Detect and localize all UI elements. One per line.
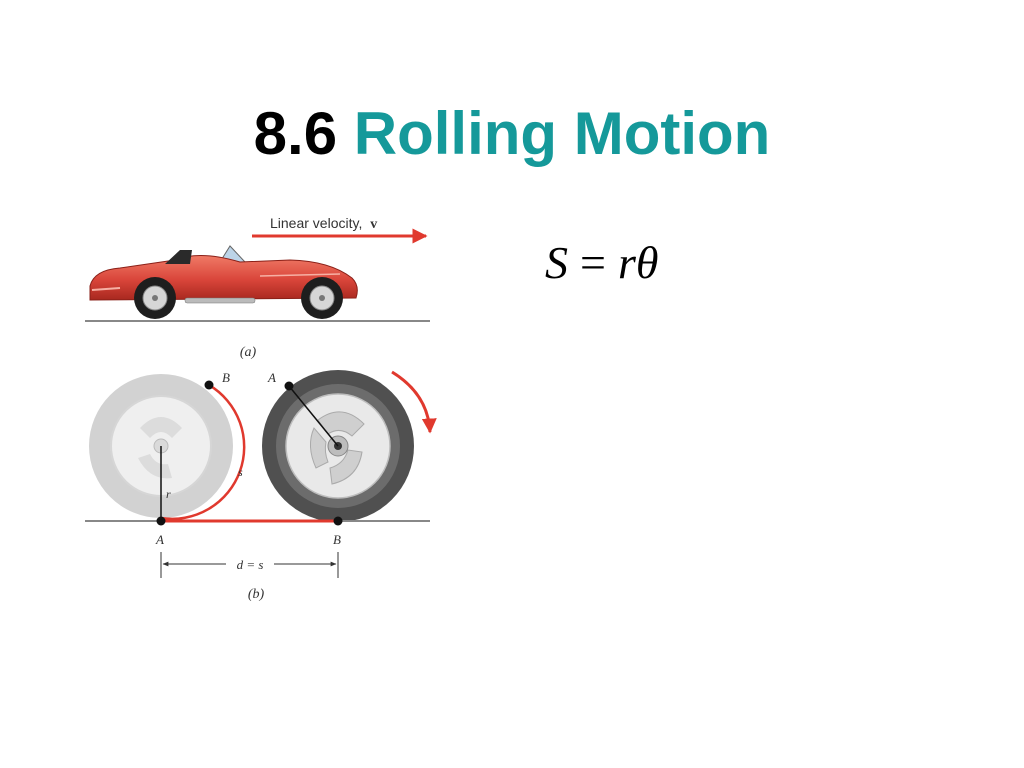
arc-label: s <box>238 465 243 479</box>
rolling-motion-figure: Linear velocity, v (a) <box>80 206 440 606</box>
formula-s: S <box>545 237 568 288</box>
slide-title: 8.6 Rolling Motion <box>0 96 1024 172</box>
point-a-on-wheel <box>284 381 294 391</box>
arc-length-formula: S=rθ <box>545 236 658 289</box>
point-b-on-arc <box>204 380 214 390</box>
caption-b: (b) <box>248 587 265 602</box>
rotation-arrow <box>391 370 437 434</box>
velocity-label: Linear velocity, v <box>270 215 377 232</box>
point-a-ground <box>156 516 166 526</box>
velocity-symbol: v <box>370 217 377 232</box>
rolled-radius-line <box>288 385 339 447</box>
title-number: 8.6 <box>253 100 338 167</box>
label-b-top: B <box>222 370 230 385</box>
point-b-ground <box>333 516 343 526</box>
arc-s <box>160 383 246 521</box>
title-topic: Rolling Motion <box>353 100 771 167</box>
formula-equals: = <box>580 237 606 288</box>
car-front-wheel <box>134 277 176 319</box>
car-rear-wheel <box>301 277 343 319</box>
label-b-bottom: B <box>333 532 341 547</box>
formula-theta: θ <box>635 237 659 288</box>
car-illustration <box>89 245 358 319</box>
label-a-bottom: A <box>155 532 164 547</box>
caption-a: (a) <box>240 345 257 360</box>
figure-svg: Linear velocity, v (a) <box>85 215 437 602</box>
radius-label: r <box>166 487 171 501</box>
distance-label: d = s <box>237 557 264 572</box>
label-a-top: A <box>267 370 276 385</box>
formula-r: r <box>617 237 636 288</box>
